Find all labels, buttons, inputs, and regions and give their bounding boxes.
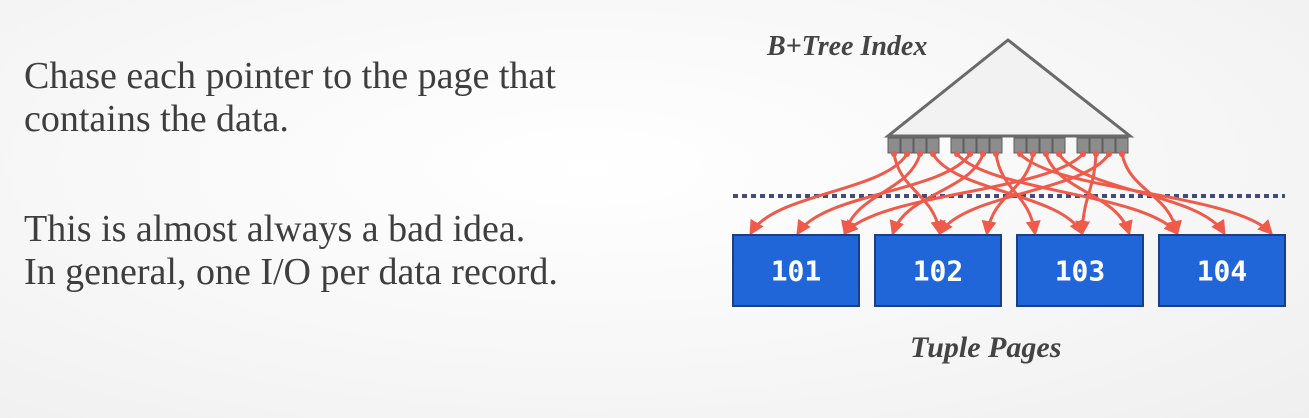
pointer-arrows — [749, 151, 1274, 236]
leaf-slot — [1013, 137, 1027, 154]
tuple-page-box — [1158, 234, 1286, 307]
leaf-slot — [1039, 137, 1053, 154]
tuple-page-label: 101 — [771, 255, 822, 288]
leaf-slot — [1102, 137, 1116, 154]
pointer-arrow — [994, 153, 1041, 236]
pointer-arrow — [749, 153, 909, 236]
tuple-page-label: 103 — [1055, 255, 1106, 288]
leaf-node-row — [887, 137, 1129, 154]
pointer-arrow — [931, 153, 1084, 236]
leaf-slot — [913, 137, 927, 154]
leaf-slot — [900, 137, 914, 154]
tuple-page: 103 — [1016, 234, 1144, 307]
leaf-node — [1013, 137, 1066, 154]
bullet-line: This is almost always a bad idea. — [24, 208, 526, 250]
leaf-slot — [1052, 137, 1066, 154]
leaf-slot — [887, 137, 901, 154]
bullet-line: contains the data. — [24, 98, 289, 140]
tuple-page: 102 — [874, 234, 1002, 307]
leaf-slot — [989, 137, 1003, 154]
bullet-line: Chase each pointer to the page that — [24, 55, 556, 97]
pointer-arrow — [938, 153, 1111, 236]
leaf-slot — [926, 137, 940, 154]
tuple-page: 101 — [732, 234, 860, 307]
diagram-title: B+Tree Index — [766, 31, 927, 62]
leaf-node — [887, 137, 940, 154]
tuple-page-label: 104 — [1197, 255, 1248, 288]
pointer-arrow — [1075, 153, 1098, 236]
diagram-caption: Tuple Pages — [910, 331, 1061, 364]
pointer-arrow — [1120, 153, 1182, 236]
leaf-slot — [1089, 137, 1103, 154]
pointer-arrow — [842, 152, 1085, 236]
leaf-node — [950, 137, 1003, 154]
bullet-bad-idea: This is almost always a bad idea. In gen… — [24, 208, 558, 294]
btree-index-triangle — [883, 38, 1135, 138]
bullet-pointer-chasing: Chase each pointer to the page that cont… — [24, 55, 556, 141]
leaf-node — [1076, 137, 1129, 154]
leaf-slot — [1115, 137, 1129, 154]
leaf-slot — [963, 137, 977, 154]
tuple-page-box — [1016, 234, 1144, 307]
tuple-page-label: 102 — [913, 255, 964, 288]
leaf-slot — [1026, 137, 1040, 154]
leaf-slot — [1076, 137, 1090, 154]
tuple-page: 104 — [1158, 234, 1286, 307]
pointer-arrow — [889, 153, 985, 236]
leaf-slot — [976, 137, 990, 154]
tuple-pages: 101 102 103 104 — [732, 234, 1286, 307]
bullet-line: In general, one I/O per data record. — [24, 251, 558, 293]
pointer-arrow — [981, 153, 1035, 236]
tuple-page-box — [732, 234, 860, 307]
pointer-arrow — [796, 153, 972, 236]
leaf-slot — [950, 137, 964, 154]
pointer-arrow — [1057, 153, 1226, 236]
tuple-page-box — [874, 234, 1002, 307]
